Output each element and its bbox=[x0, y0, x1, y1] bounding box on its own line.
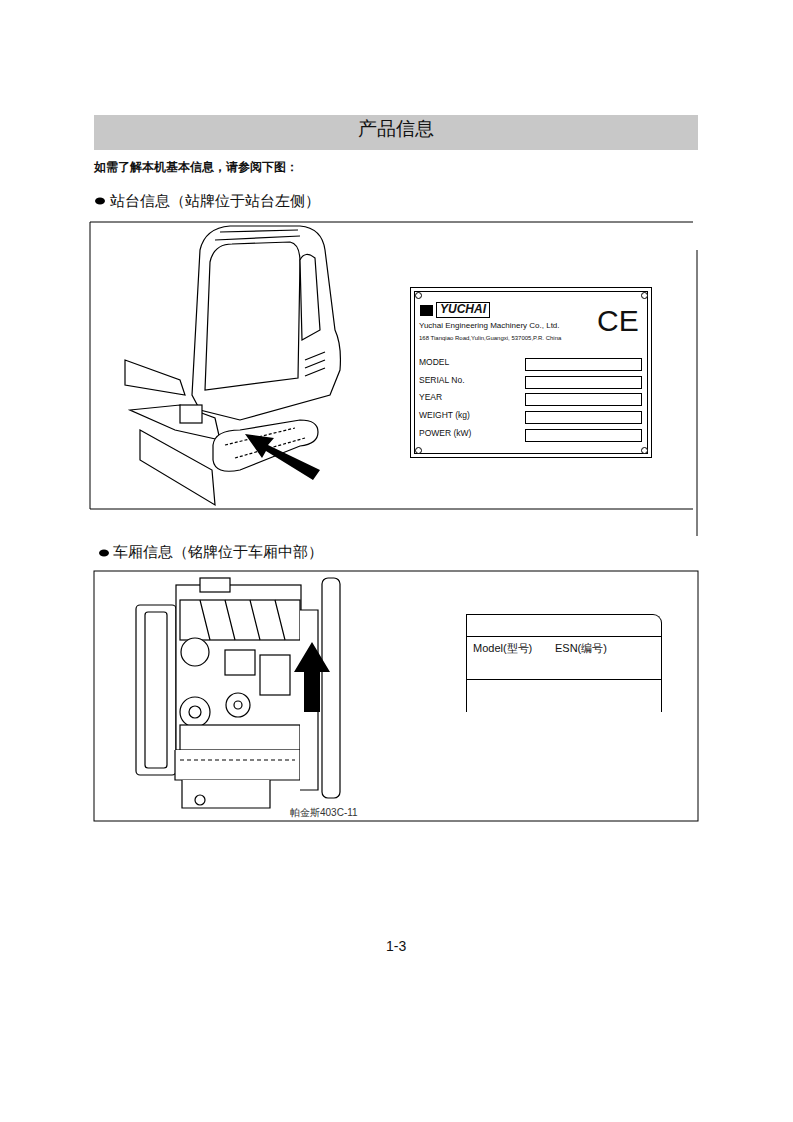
field-box bbox=[525, 429, 642, 442]
plate-rule bbox=[467, 679, 661, 680]
brand-logo: YUCHAI bbox=[436, 302, 490, 318]
screw bbox=[641, 292, 648, 299]
field-label: YEAR bbox=[419, 392, 442, 402]
plate-rule bbox=[467, 636, 661, 637]
field-label: SERIAL No. bbox=[419, 375, 465, 385]
bullet bbox=[95, 198, 105, 205]
page-title: 产品信息 bbox=[94, 118, 698, 141]
screw bbox=[415, 292, 422, 299]
company-address: 168 Tianqiao Road,Yulin,Guangxi, 537005,… bbox=[419, 335, 561, 342]
plate-field: ESN(编号) bbox=[555, 642, 607, 655]
excavator-illustration bbox=[125, 226, 340, 505]
page-number: 1-3 bbox=[386, 938, 406, 955]
engine-plate: Model(型号) ESN(编号) bbox=[466, 614, 662, 712]
title-band bbox=[94, 115, 698, 150]
field-label: MODEL bbox=[419, 357, 449, 367]
logo-icon bbox=[420, 305, 433, 316]
field-box bbox=[525, 358, 642, 371]
intro-text: 如需了解本机基本信息，请参阅下图： bbox=[94, 160, 298, 174]
section-heading: 站台信息（站牌位于站台左侧） bbox=[110, 192, 320, 210]
nameplate: YUCHAI Yuchai Engineering Machinery Co., … bbox=[410, 287, 652, 458]
field-box bbox=[525, 393, 642, 406]
field-box bbox=[525, 411, 642, 424]
plate-field: Model(型号) bbox=[473, 642, 532, 655]
engine-illustration bbox=[136, 578, 340, 808]
screw bbox=[641, 447, 648, 454]
field-label: POWER (kW) bbox=[419, 428, 471, 438]
location-arrow bbox=[245, 434, 320, 480]
field-label: WEIGHT (kg) bbox=[419, 410, 470, 420]
field-box bbox=[525, 376, 642, 389]
screw bbox=[415, 447, 422, 454]
frame bbox=[90, 222, 698, 821]
section-heading: 车厢信息（铭牌位于车厢中部） bbox=[113, 543, 323, 561]
engine-model-note: 帕金斯403C-11 bbox=[290, 807, 358, 819]
company-name: Yuchai Engineering Machinery Co., Ltd. bbox=[419, 321, 560, 331]
ce-mark: CE bbox=[597, 306, 639, 336]
bullet bbox=[99, 550, 109, 557]
location-arrow bbox=[294, 642, 330, 712]
